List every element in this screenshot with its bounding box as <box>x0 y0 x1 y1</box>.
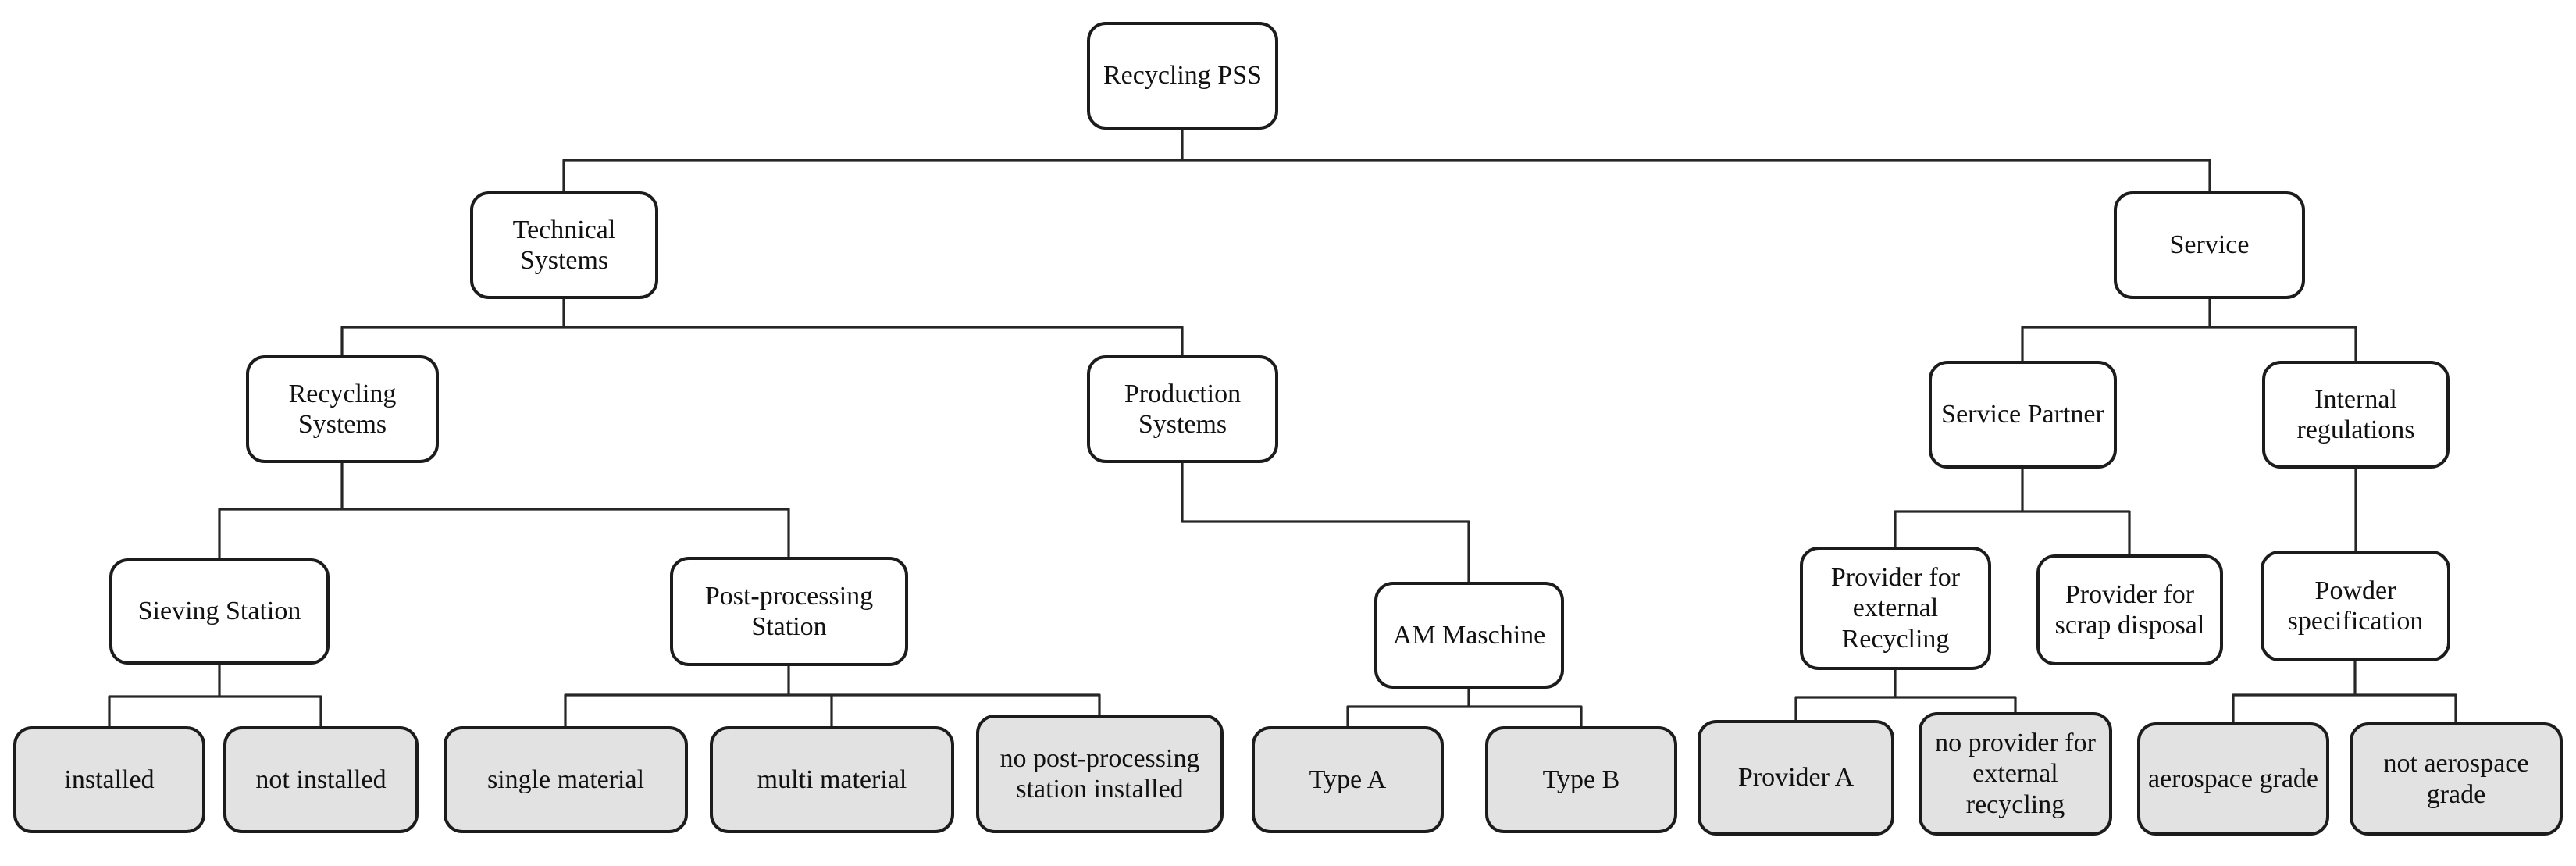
leaf-single-material: single material <box>444 726 688 833</box>
node-provider-scrap-disposal: Provider for scrap disposal <box>2036 554 2223 665</box>
node-am-maschine: AM Maschine <box>1374 582 1564 689</box>
node-production-systems: Production Systems <box>1087 355 1278 463</box>
node-recycling-pss: Recycling PSS <box>1087 22 1278 130</box>
node-internal-regulations: Internal regulations <box>2262 361 2450 469</box>
leaf-no-provider-external-recycling: no provider for external recycling <box>1919 712 2112 836</box>
edge-partner-bar <box>1894 510 2131 554</box>
edge-extrec-bar <box>1794 696 2017 720</box>
node-provider-external-recycling: Provider for external Recycling <box>1800 547 1991 670</box>
leaf-type-b: Type B <box>1485 726 1677 833</box>
node-post-processing-station: Post-processing Station <box>670 557 908 666</box>
edge-root-bar <box>562 159 2211 191</box>
node-service: Service <box>2114 191 2305 299</box>
edge-sieving-bar <box>108 695 322 726</box>
edge-prodsys-elbow <box>1181 463 1470 582</box>
leaf-no-post-processing-station: no post-processing station installed <box>976 715 1224 833</box>
node-recycling-systems: Recycling Systems <box>246 355 439 463</box>
edge-service-bar <box>2021 326 2357 361</box>
edge-am-bar <box>1346 705 1583 726</box>
leaf-type-a: Type A <box>1252 726 1444 833</box>
leaf-not-aerospace-grade: not aerospace grade <box>2350 722 2563 836</box>
edge-recsys-bar <box>218 508 790 558</box>
leaf-installed: installed <box>13 726 205 833</box>
edge-technical-bar <box>340 326 1184 355</box>
edge-powder-bar <box>2232 693 2457 722</box>
leaf-aerospace-grade: aerospace grade <box>2137 722 2329 836</box>
node-sieving-station: Sieving Station <box>109 558 330 665</box>
leaf-multi-material: multi material <box>710 726 954 833</box>
node-powder-specification: Powder specification <box>2261 551 2450 661</box>
node-service-partner: Service Partner <box>1929 361 2117 469</box>
node-technical-systems: Technical Systems <box>470 191 658 299</box>
leaf-provider-a: Provider A <box>1698 720 1894 836</box>
leaf-not-installed: not installed <box>223 726 419 833</box>
